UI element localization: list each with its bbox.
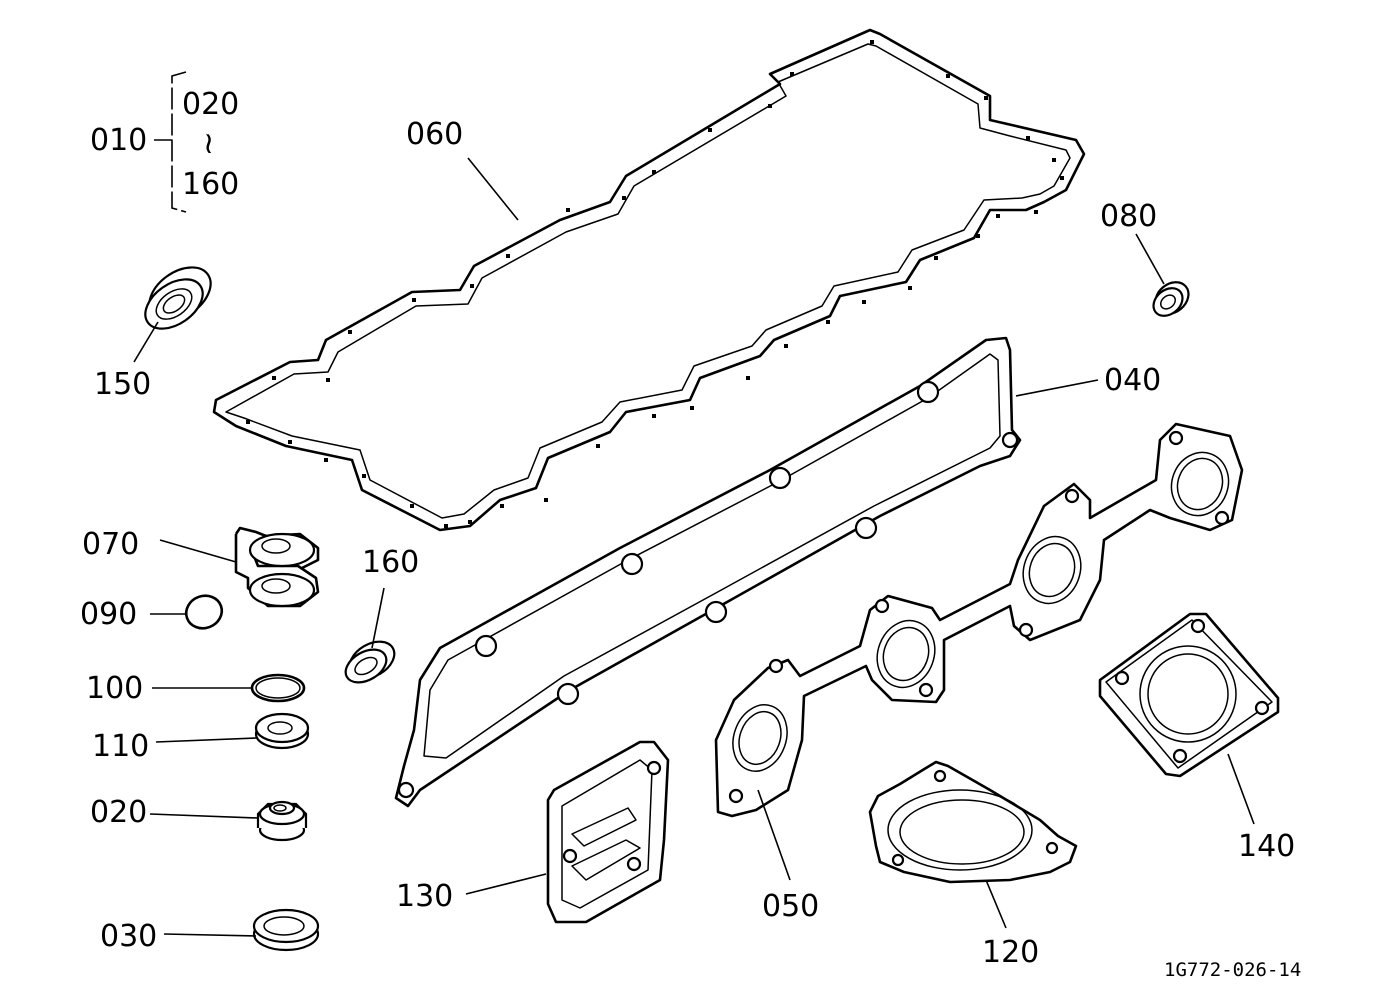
label-100: 100 bbox=[86, 671, 143, 706]
housing-gasket-130: 130 bbox=[396, 740, 670, 924]
manifold-gasket-040: 040 bbox=[394, 336, 1161, 808]
label-110: 110 bbox=[92, 729, 149, 764]
o-ring-090: 090 bbox=[80, 594, 224, 632]
ring-seal-030: 030 bbox=[100, 908, 320, 954]
oil-seal-080: 080 bbox=[1100, 199, 1190, 317]
label-010: 010 bbox=[90, 123, 147, 158]
oil-seal-150: 150 bbox=[94, 266, 212, 402]
round-gasket-120: 120 bbox=[868, 760, 1078, 970]
label-070: 070 bbox=[82, 527, 139, 562]
head-cover-gasket-060: 060 bbox=[212, 28, 1086, 532]
label-160: 160 bbox=[362, 545, 419, 580]
washer-plate-070: 070 bbox=[82, 526, 320, 608]
label-090: 090 bbox=[80, 597, 137, 632]
label-140: 140 bbox=[1238, 829, 1295, 864]
label-150: 150 bbox=[94, 367, 151, 402]
label-040: 040 bbox=[1104, 363, 1161, 398]
label-group-010: 010 020 ≀ 160 bbox=[90, 71, 239, 213]
label-030: 030 bbox=[100, 919, 157, 954]
exhaust-gasket-050: 050 bbox=[714, 422, 1244, 924]
label-120: 120 bbox=[982, 935, 1039, 970]
valve-stem-seal-020: 020 bbox=[90, 795, 308, 842]
o-ring-100: 100 bbox=[86, 671, 306, 706]
label-080: 080 bbox=[1100, 199, 1157, 234]
seal-160: 160 bbox=[344, 545, 419, 684]
label-130: 130 bbox=[396, 879, 453, 914]
label-060: 060 bbox=[406, 117, 463, 152]
label-020: 020 bbox=[90, 795, 147, 830]
tilde-symbol: ≀ bbox=[203, 126, 214, 161]
label-050: 050 bbox=[762, 889, 819, 924]
washer-110: 110 bbox=[92, 712, 310, 764]
flange-gasket-140: 140 bbox=[1098, 612, 1295, 864]
label-160-range: 160 bbox=[182, 167, 239, 202]
label-020-range: 020 bbox=[182, 87, 239, 122]
drawing-code: 1G772-026-14 bbox=[1164, 959, 1301, 981]
